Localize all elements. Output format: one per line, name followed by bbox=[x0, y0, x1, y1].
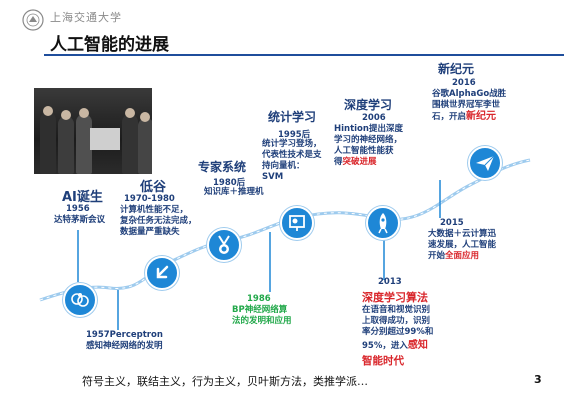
milestone-new-era-last-prefix: 石，开启 bbox=[432, 112, 467, 122]
milestone-low-year: 1970-1980 bbox=[124, 194, 175, 204]
milestone-2015-last-prefix: 开始 bbox=[428, 251, 446, 261]
milestone-low-line: 计算机性能不足， bbox=[120, 205, 189, 215]
milestone-1986-line: 法的发明和应用 bbox=[232, 316, 292, 326]
milestone-stat-title: 统计学习 bbox=[268, 110, 317, 124]
page-title: 人工智能的进展 bbox=[50, 35, 169, 55]
milestone-2013-line: 在语音和视觉识别 bbox=[362, 305, 431, 315]
milestone-dl-line: 学习的神经网络， bbox=[334, 135, 403, 145]
milestone-dl-year: 2006 bbox=[362, 113, 386, 123]
milestone-new-era-last-line: 石，开启新纪元 bbox=[432, 111, 496, 123]
brain-icon bbox=[71, 293, 89, 307]
milestone-low-line: 复杂任务无法完成， bbox=[120, 216, 197, 226]
paper-plane-icon bbox=[476, 155, 495, 171]
milestone-2013-last-prefix: 95%，进入 bbox=[362, 341, 408, 351]
milestone-new-era-highlight: 新纪元 bbox=[466, 111, 497, 122]
medal-icon bbox=[218, 235, 230, 254]
dartmouth-group-photo bbox=[34, 88, 152, 174]
presentation-chart-icon bbox=[289, 215, 305, 231]
milestone-2013-final: 智能时代 bbox=[362, 355, 404, 367]
milestone-2013-year: 2013 bbox=[378, 277, 402, 287]
rocket-icon bbox=[378, 213, 388, 234]
milestone-stat-line: 持向量机： bbox=[262, 161, 305, 171]
milestone-new-era-year: 2016 bbox=[452, 78, 476, 88]
milestone-dl-line: Hintion提出深度 bbox=[334, 124, 403, 134]
milestone-2013-line: 上取得成功，识别 bbox=[362, 316, 431, 326]
milestone-stat-year: 1995后 bbox=[278, 130, 311, 140]
milestone-new-era-line: 谷歌AlphaGo战胜 bbox=[432, 89, 507, 99]
presentation-chart-icon-badge bbox=[280, 206, 314, 240]
milestone-dl-line: 人工智能性能获 bbox=[334, 146, 394, 156]
university-seal-icon bbox=[22, 9, 44, 31]
milestone-ai-birth-title: AI诞生 bbox=[62, 190, 103, 205]
milestone-1986-line: BP神经网络算 bbox=[232, 305, 288, 315]
down-arrow-icon bbox=[156, 265, 169, 279]
milestone-1957-desc: 感知神经网络的发明 bbox=[86, 341, 163, 351]
milestone-dl-last-line: 得突破进展 bbox=[334, 157, 377, 168]
title-divider bbox=[44, 54, 564, 56]
milestone-ai-birth-year: 1956 bbox=[66, 204, 90, 214]
milestone-expert-year: 1980后 bbox=[213, 178, 246, 188]
milestone-expert-desc: 知识库＋推理机 bbox=[204, 187, 264, 197]
milestone-dl-last-prefix: 得 bbox=[334, 157, 343, 167]
rocket-icon-badge bbox=[366, 206, 400, 240]
milestone-low-title: 低谷 bbox=[140, 180, 167, 195]
milestone-stat-line: SVM bbox=[262, 172, 284, 182]
milestone-2013-title: 深度学习算法 bbox=[362, 291, 428, 304]
milestone-new-era-line: 围棋世界冠军李世 bbox=[432, 100, 501, 110]
milestone-2013-highlight: 感知 bbox=[407, 340, 428, 351]
down-arrow-icon-badge bbox=[145, 256, 179, 290]
milestone-stat-line: 代表性技术是支 bbox=[262, 150, 322, 160]
milestone-1986-year: 1986 bbox=[247, 294, 271, 304]
milestone-expert-title: 专家系统 bbox=[198, 160, 247, 174]
brain-icon-badge bbox=[63, 283, 97, 317]
milestone-dl-title: 深度学习 bbox=[344, 98, 393, 112]
university-logo-text: 上海交通大学 bbox=[50, 11, 122, 24]
milestone-new-era-title: 新纪元 bbox=[438, 62, 475, 76]
milestone-dl-highlight: 突破进展 bbox=[342, 157, 377, 167]
footer-schools-text: 符号主义，联结主义，行为主义，贝叶斯方法，类推学派… bbox=[82, 375, 368, 388]
page-number: 3 bbox=[534, 373, 542, 386]
paper-plane-icon-badge bbox=[468, 146, 502, 180]
medal-icon-badge bbox=[207, 228, 241, 262]
milestone-2015-line: 速发展，人工智能 bbox=[428, 240, 497, 250]
milestone-2015-line: 大数据＋云计算迅 bbox=[428, 229, 497, 239]
milestone-stat-line: 统计学习登场， bbox=[262, 139, 322, 149]
milestone-2015-highlight: 全面应用 bbox=[445, 251, 480, 261]
milestone-2015-year: 2015 bbox=[440, 218, 464, 228]
milestone-2013-last-line: 95%，进入感知 bbox=[362, 340, 428, 352]
milestone-ai-birth-desc: 达特茅斯会议 bbox=[54, 215, 106, 225]
milestone-low-line: 数据量严重缺失 bbox=[120, 227, 180, 237]
milestone-2013-line: 率分别超过99%和 bbox=[362, 327, 434, 337]
milestone-1957-title: 1957Perceptron bbox=[86, 330, 163, 340]
milestone-2015-last-line: 开始全面应用 bbox=[428, 251, 479, 262]
